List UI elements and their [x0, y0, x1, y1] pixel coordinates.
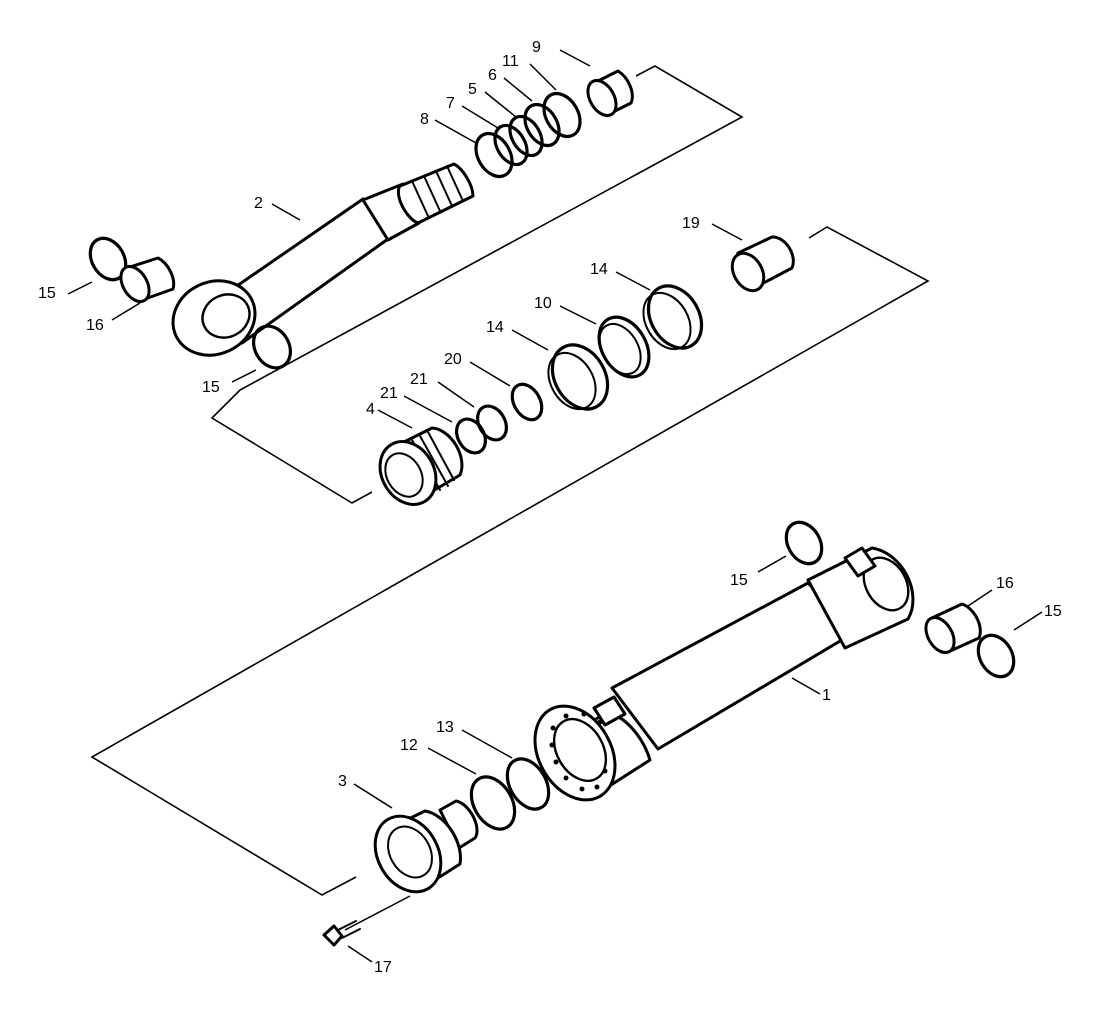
- wear-ring-14-left: [550, 343, 610, 411]
- callout-11: 11: [502, 53, 519, 70]
- leader-15c: [757, 555, 787, 573]
- leader-16a: [111, 302, 141, 321]
- leader-12: [427, 747, 477, 775]
- leader-6: [503, 77, 533, 102]
- leader-15d: [1013, 611, 1043, 631]
- callout-15d: 15: [1044, 603, 1062, 620]
- seal-ring-7: [493, 123, 529, 167]
- bushing-16-right: [924, 602, 982, 655]
- leader-19: [711, 223, 743, 241]
- seal-ring-5: [508, 114, 544, 158]
- callout-10: 10: [534, 295, 552, 312]
- o-ring-13: [505, 757, 551, 811]
- wear-ring-14-right: [646, 284, 704, 350]
- piston-group-bracket: [90, 226, 930, 896]
- leader-17: [347, 945, 373, 963]
- callout-19: 19: [682, 215, 700, 232]
- leader-21a: [437, 381, 475, 408]
- leader-13: [461, 729, 513, 759]
- callout-6: 6: [488, 67, 497, 84]
- callout-8: 8: [420, 111, 429, 128]
- snap-ring-15-lower-left: [252, 324, 292, 370]
- snap-ring-15-upper-right: [784, 520, 824, 566]
- seal-ring-6: [523, 102, 561, 148]
- seal-ring-11: [542, 91, 582, 139]
- callout-15a: 15: [38, 285, 56, 302]
- leader-7: [461, 105, 499, 129]
- leader-15b: [231, 369, 257, 383]
- backup-ring-12: [469, 775, 517, 831]
- callout-7: 7: [446, 95, 455, 112]
- leader-2: [271, 203, 301, 221]
- callout-14b: 14: [486, 319, 504, 336]
- seal-ring-8: [474, 131, 514, 179]
- cylinder-tube-1: [533, 546, 915, 802]
- lock-nut-19: [730, 235, 795, 293]
- callout-4: 4: [366, 401, 375, 418]
- wear-ring-14-right-inner: [642, 291, 692, 351]
- callout-3: 3: [338, 773, 347, 790]
- leader-16b: [967, 589, 993, 607]
- leader-14b: [511, 329, 549, 351]
- callout-21a: 21: [410, 371, 428, 388]
- callout-5: 5: [468, 81, 477, 98]
- piston-seal-10-inner: [598, 322, 642, 376]
- leader-10: [559, 305, 597, 325]
- leader-15a: [67, 281, 93, 295]
- bushing-16-left: [119, 256, 176, 304]
- leader-8: [434, 119, 477, 144]
- callout-16b: 16: [996, 575, 1014, 592]
- o-ring-20: [510, 382, 544, 422]
- snap-ring-15-upper-left: [88, 236, 128, 282]
- leader-4: [377, 409, 413, 429]
- snap-ring-15-lower-right: [976, 633, 1016, 679]
- wear-ring-14-left-inner: [547, 351, 597, 411]
- leader-1: [791, 677, 821, 695]
- callout-14a: 14: [590, 261, 608, 278]
- piston-4: [378, 426, 464, 506]
- leader-14a: [615, 271, 651, 291]
- callout-15c: 15: [730, 572, 748, 589]
- leader-21b: [403, 395, 453, 423]
- callout-12: 12: [400, 737, 418, 754]
- callout-17: 17: [374, 959, 392, 976]
- callout-16a: 16: [86, 317, 104, 334]
- cylinder-head-3: [373, 799, 479, 894]
- callout-9: 9: [532, 39, 541, 56]
- rod-bushing-9: [586, 69, 634, 118]
- callout-1: 1: [822, 687, 831, 704]
- backup-ring-21-left: [454, 417, 488, 455]
- bolt-17: [322, 895, 411, 947]
- leader-9: [559, 49, 591, 67]
- piston-rod-group-bracket: [210, 65, 744, 504]
- callout-2: 2: [254, 195, 263, 212]
- callout-20: 20: [444, 351, 462, 368]
- leader-3: [353, 783, 393, 809]
- callout-13: 13: [436, 719, 454, 736]
- leader-20: [469, 361, 511, 387]
- leader-5: [484, 91, 517, 118]
- piston-rod: [171, 162, 475, 357]
- callout-21b: 21: [380, 385, 398, 402]
- leader-11: [529, 63, 557, 91]
- callout-15b: 15: [202, 379, 220, 396]
